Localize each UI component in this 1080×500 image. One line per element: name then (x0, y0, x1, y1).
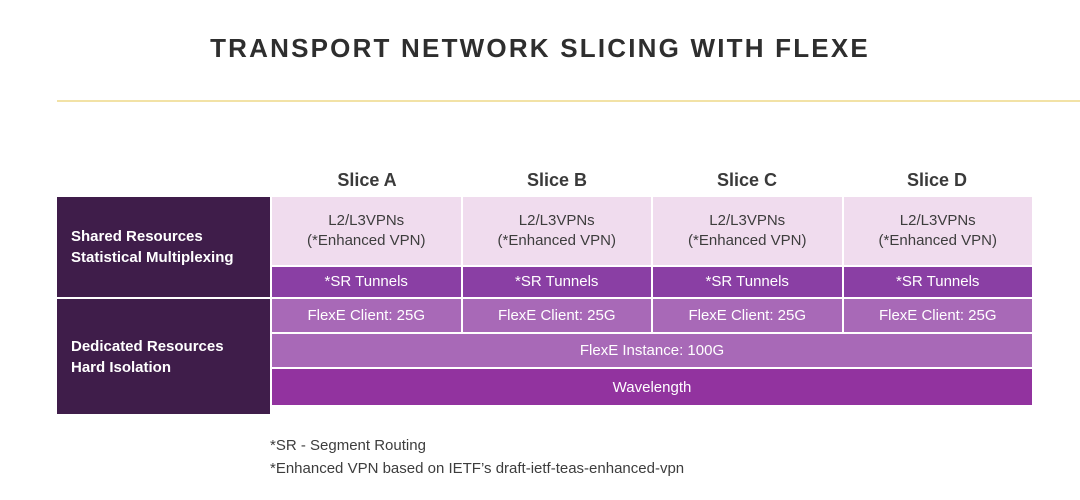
cell-vpn-slice-d-line2: (*Enhanced VPN) (878, 232, 997, 249)
footnote-enhanced-vpn: *Enhanced VPN based on IETF’s draft-ietf… (270, 460, 685, 477)
cell-flexe-client-slice-d: FlexE Client: 25G (843, 299, 1032, 332)
column-header-slice-a: Slice A (337, 170, 397, 190)
row-vpn: L2/L3VPNs (*Enhanced VPN) L2/L3VPNs (*En… (272, 197, 1032, 265)
matrix-header-row: Slice A Slice B Slice C Slice D (57, 150, 1032, 197)
cell-vpn-slice-c-line2: (*Enhanced VPN) (688, 232, 807, 249)
title-divider (57, 100, 1080, 102)
cell-vpn-slice-d-line1: L2/L3VPNs (899, 212, 976, 229)
row-sr-tunnels: *SR Tunnels *SR Tunnels *SR Tunnels *SR … (272, 267, 1032, 297)
cell-sr-slice-d: *SR Tunnels (843, 267, 1032, 297)
cell-flexe-client-slice-c: FlexE Client: 25G (653, 299, 842, 332)
column-header-slice-d: Slice D (906, 170, 968, 190)
cell-sr-slice-c: *SR Tunnels (653, 267, 842, 297)
cell-sr-slice-b: *SR Tunnels (462, 267, 651, 297)
cell-flexe-client-slice-b: FlexE Client: 25G (462, 299, 651, 332)
cell-vpn-slice-b-line2: (*Enhanced VPN) (497, 232, 616, 249)
row-label-dedicated-line1: Dedicated Resources (71, 337, 224, 355)
row-label-shared-line2: Statistical Multiplexing (71, 249, 234, 266)
row-flexe-client: FlexE Client: 25G FlexE Client: 25G Flex… (272, 299, 1032, 332)
shared-resources-label-col: Shared Resources Statistical Multiplexin… (57, 197, 270, 299)
footnote-sr: *SR - Segment Routing (270, 437, 426, 454)
column-header-slice-b: Slice B (526, 170, 588, 190)
slicing-matrix: Slice A Slice B Slice C Slice D Shared R… (57, 150, 1032, 414)
cell-vpn-slice-c: L2/L3VPNs (*Enhanced VPN) (653, 197, 842, 265)
cell-sr-slice-a: *SR Tunnels (272, 267, 461, 297)
cell-vpn-slice-d: L2/L3VPNs (*Enhanced VPN) (843, 197, 1032, 265)
dedicated-resources-cells: FlexE Client: 25G FlexE Client: 25G Flex… (272, 299, 1032, 414)
cell-vpn-slice-b: L2/L3VPNs (*Enhanced VPN) (462, 197, 651, 265)
cell-flexe-client-slice-a: FlexE Client: 25G (272, 299, 461, 332)
row-label-dedicated-resources: Dedicated Resources Hard Isolation (57, 299, 270, 414)
dedicated-resources-label-col: Dedicated Resources Hard Isolation (57, 299, 270, 414)
shared-resources-group: Shared Resources Statistical Multiplexin… (57, 197, 1032, 299)
row-wavelength: Wavelength (272, 369, 1032, 405)
cell-vpn-slice-b-line1: L2/L3VPNs (518, 212, 595, 229)
column-header-slice-c: Slice C (716, 170, 778, 190)
cell-vpn-slice-a-line1: L2/L3VPNs (328, 212, 405, 229)
row-label-dedicated-line2: Hard Isolation (71, 358, 172, 376)
row-label-shared-line1: Shared Resources (71, 228, 203, 245)
row-label-shared-resources: Shared Resources Statistical Multiplexin… (57, 197, 270, 297)
row-flexe-instance: FlexE Instance: 100G (272, 334, 1032, 367)
footnotes: *SR - Segment Routing *Enhanced VPN base… (270, 434, 684, 480)
cell-vpn-slice-a: L2/L3VPNs (*Enhanced VPN) (272, 197, 461, 265)
dedicated-resources-group: Dedicated Resources Hard Isolation FlexE… (57, 299, 1032, 414)
cell-vpn-slice-c-line1: L2/L3VPNs (709, 212, 786, 229)
page-title: TRANSPORT NETWORK SLICING WITH FLEXE (210, 33, 870, 63)
header-slice-group: Slice A Slice B Slice C Slice D (272, 170, 1032, 197)
shared-resources-cells: L2/L3VPNs (*Enhanced VPN) L2/L3VPNs (*En… (272, 197, 1032, 299)
cell-vpn-slice-a-line2: (*Enhanced VPN) (307, 232, 426, 249)
